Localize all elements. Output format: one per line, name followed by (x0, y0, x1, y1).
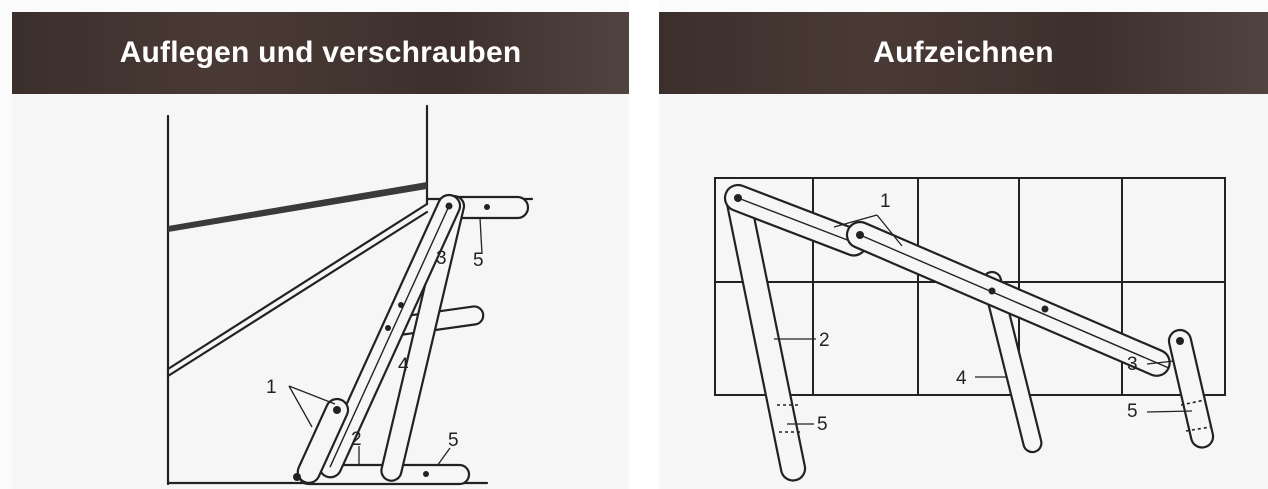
diagram-auflegen: 3 5 4 1 2 5 (166, 104, 534, 486)
label-4: 4 (956, 368, 967, 389)
stair-diagonal-inner (166, 210, 429, 378)
diagram-aufzeichnen: 1 2 4 3 5 5 (714, 177, 1226, 482)
panel-title: Aufzeichnen (873, 36, 1054, 69)
arm-1-lower (296, 397, 350, 484)
panel-auflegen: Auflegen und verschrauben (12, 12, 629, 489)
label-2: 2 (819, 330, 830, 351)
panel-title: Auflegen und verschrauben (119, 36, 522, 69)
label-5-bottom: 5 (448, 430, 459, 451)
label-3: 3 (1127, 354, 1138, 375)
stair-riser-band (168, 182, 427, 232)
label-1: 1 (266, 377, 277, 398)
panel-header: Aufzeichnen (659, 12, 1268, 94)
tile-grid (714, 177, 1226, 396)
arm-3 (380, 194, 466, 482)
panel-aufzeichnen: Aufzeichnen (659, 12, 1268, 489)
panel-header: Auflegen und verschrauben (12, 12, 629, 94)
label-5-right: 5 (1127, 401, 1138, 422)
label-2: 2 (351, 429, 362, 450)
label-5-left: 5 (817, 414, 828, 435)
label-3: 3 (436, 248, 447, 269)
arm-3 (1167, 328, 1215, 449)
label-4: 4 (398, 355, 409, 376)
panel-divider (629, 0, 659, 489)
label-5-top: 5 (473, 250, 484, 271)
stair-diagonal (166, 202, 429, 371)
label-1: 1 (880, 191, 891, 212)
arm-4 (981, 270, 1043, 454)
